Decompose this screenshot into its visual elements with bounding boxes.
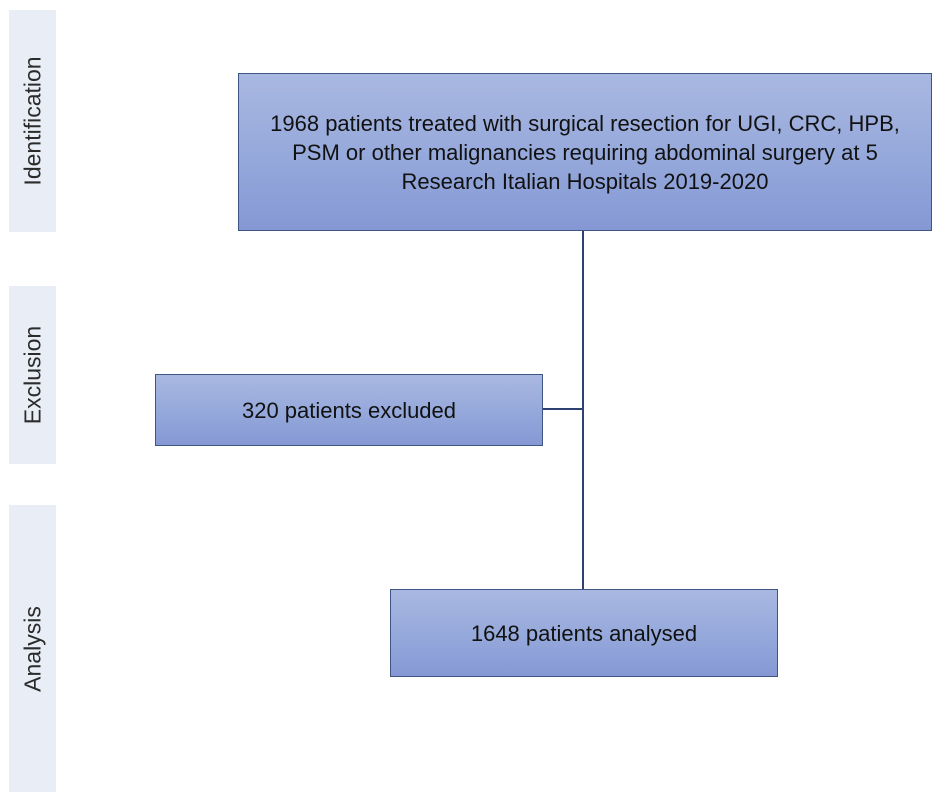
- stage-label-exclusion: Exclusion: [9, 286, 56, 464]
- stage-label-identification: Identification: [9, 10, 56, 232]
- identified-patients-text: 1968 patients treated with surgical rese…: [270, 110, 900, 194]
- excluded-patients-text: 320 patients excluded: [241, 397, 457, 423]
- analysed-patients-box: 1648 patients analysed: [390, 589, 778, 677]
- analysed-patients-text: 1648 patients analysed: [470, 620, 698, 646]
- stage-label-analysis: Analysis: [9, 505, 56, 792]
- excluded-patients-box: 320 patients excluded: [155, 374, 543, 446]
- identified-patients-box: 1968 patients treated with surgical rese…: [238, 73, 932, 231]
